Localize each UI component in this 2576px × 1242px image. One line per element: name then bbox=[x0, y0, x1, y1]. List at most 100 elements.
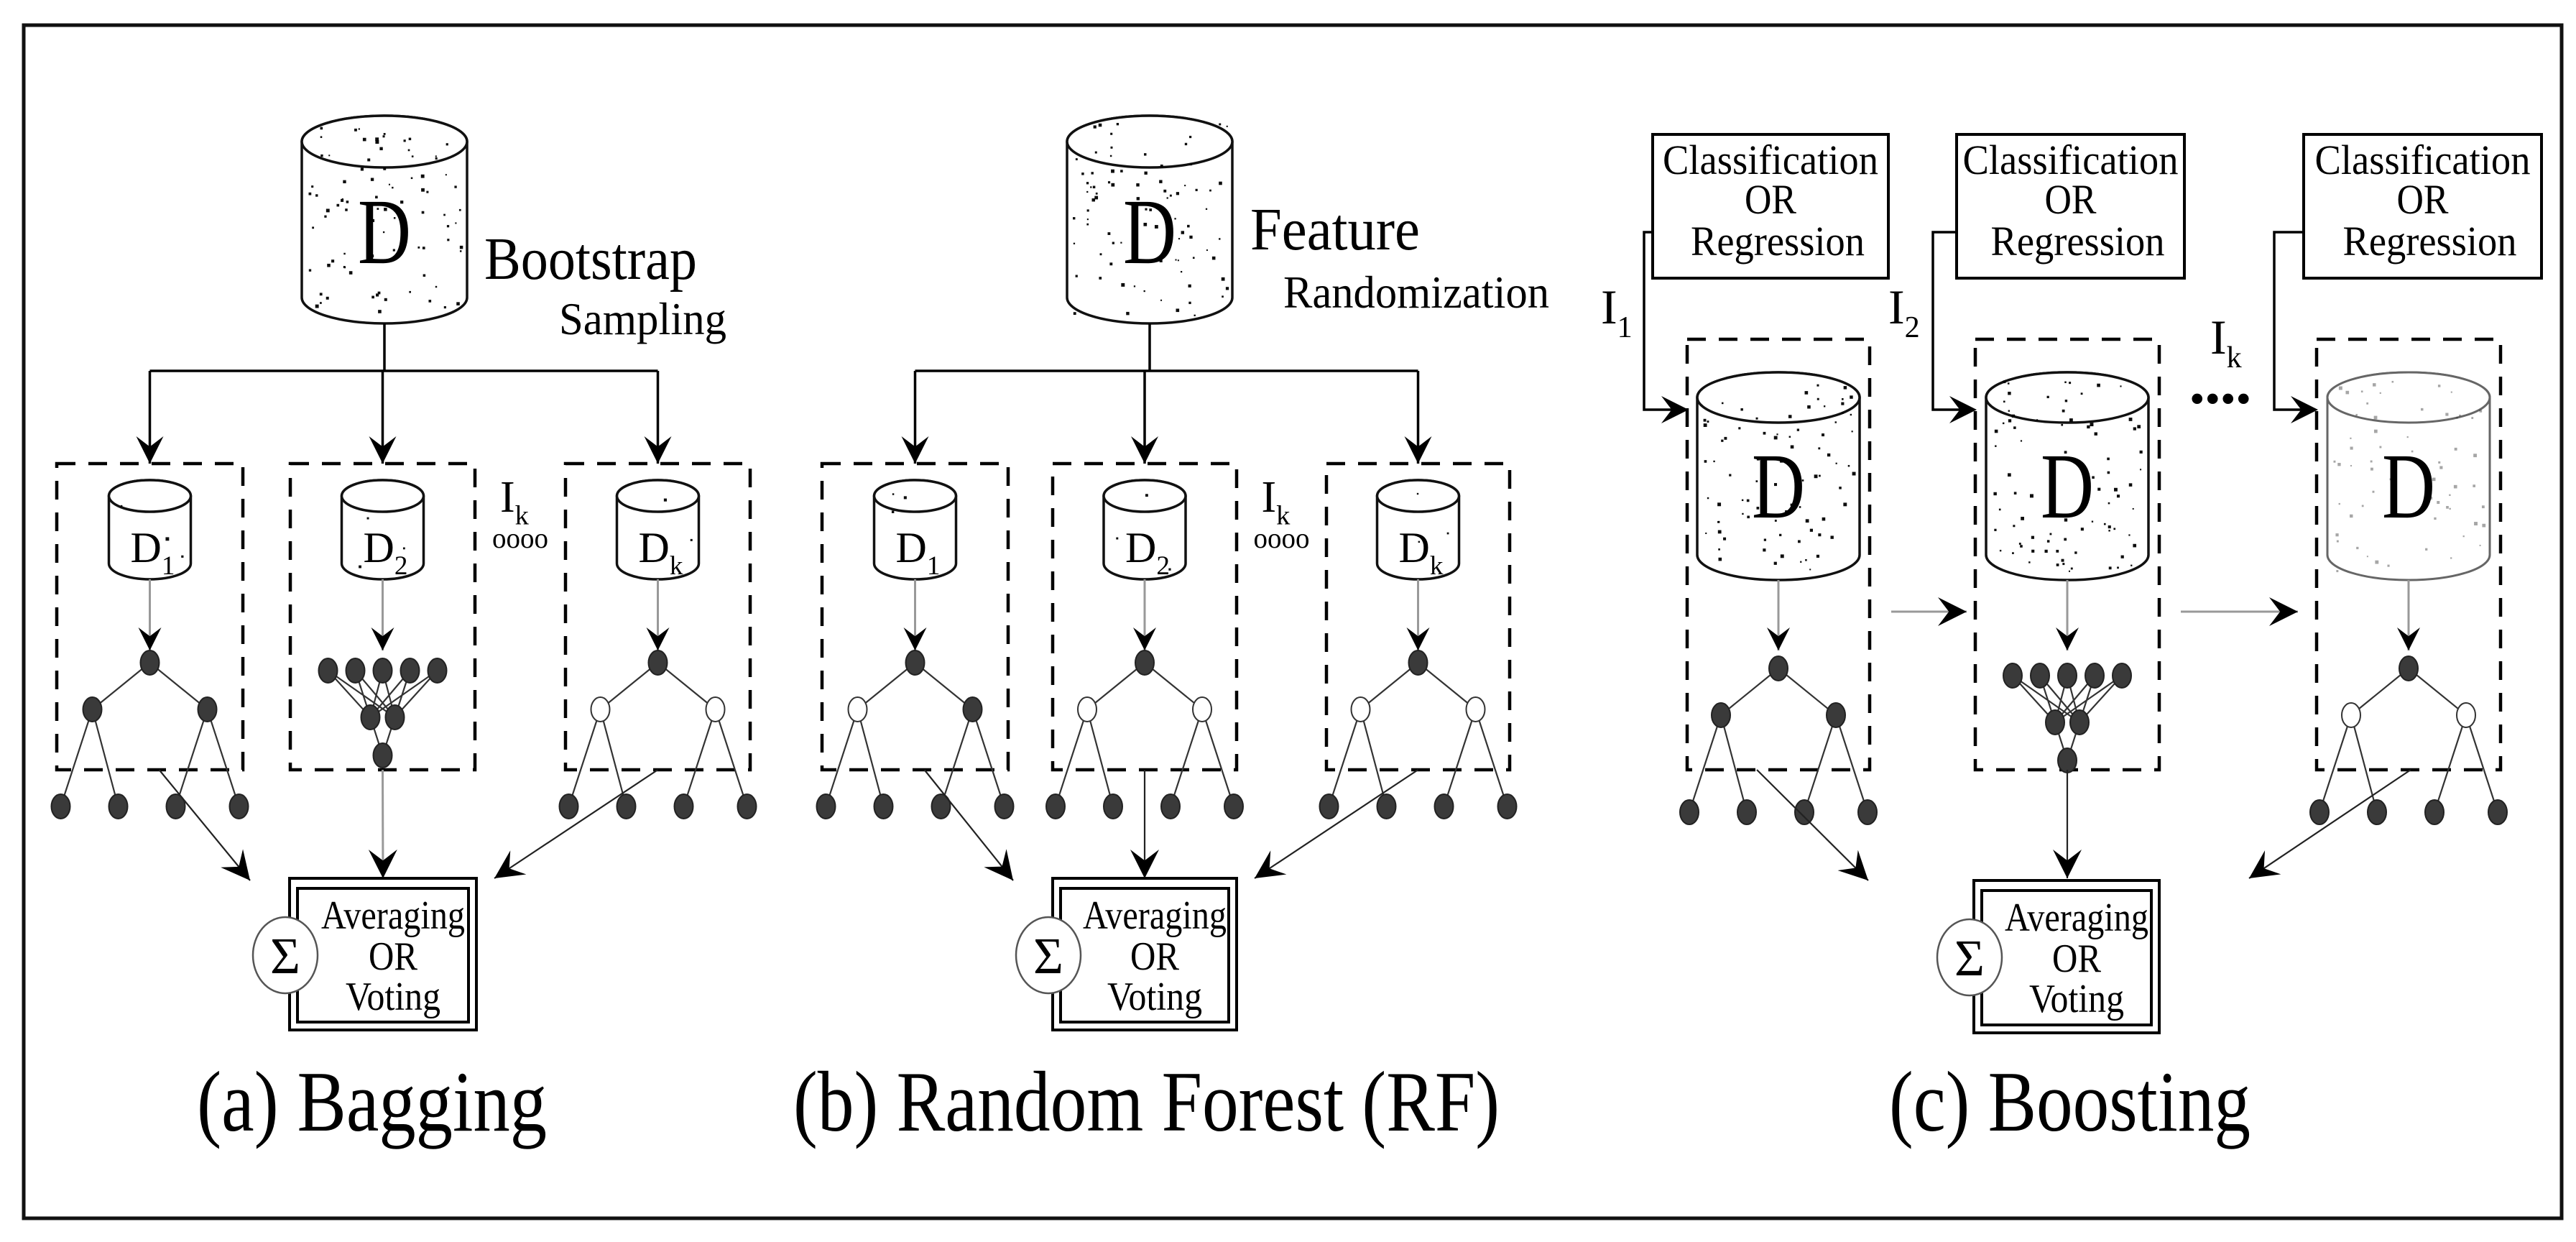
tree-edge bbox=[1688, 714, 1722, 813]
stipple-dot bbox=[1163, 189, 1167, 193]
tree-edge bbox=[1054, 709, 1089, 807]
tree-edge bbox=[1169, 709, 1204, 807]
stipple-dot bbox=[2062, 409, 2065, 413]
stipple-dot bbox=[403, 139, 406, 142]
stipple-dot bbox=[2350, 446, 2353, 450]
nn-input-node bbox=[2085, 663, 2105, 689]
panel-boosting: ClassificationORRegressionI1DClassificat… bbox=[1601, 133, 2543, 1149]
stipple-dot bbox=[388, 183, 390, 185]
stipple-dot bbox=[336, 203, 340, 207]
cylinder-top bbox=[1066, 114, 1234, 169]
stipple-dot bbox=[1780, 554, 1784, 558]
tree-leaf-node bbox=[994, 794, 1015, 819]
stipple-dot bbox=[458, 208, 461, 211]
stipple-dot bbox=[2068, 570, 2071, 572]
stipple-dot bbox=[1721, 402, 1724, 405]
tree-edge bbox=[2433, 714, 2467, 813]
stipple-dot bbox=[1110, 132, 1113, 135]
stipple-dot bbox=[446, 143, 448, 146]
subset-dataset-cylinder-icon: Dk bbox=[1375, 479, 1461, 581]
label-subscript: k bbox=[1430, 551, 1444, 581]
stipple-dot bbox=[2379, 446, 2382, 448]
stipple-dot bbox=[1704, 460, 1707, 463]
stipple-dot bbox=[370, 178, 374, 181]
tree-edge bbox=[857, 709, 885, 807]
stipple-dot bbox=[2133, 427, 2136, 431]
stipple-dot bbox=[2020, 545, 2023, 548]
stipple-dot bbox=[2046, 540, 2050, 543]
tree-edge bbox=[1144, 662, 1203, 710]
tree-leaf-node bbox=[737, 794, 757, 819]
tree-inner-node bbox=[2456, 702, 2476, 728]
stipple-dot bbox=[2064, 518, 2068, 522]
tree-inner-node bbox=[1077, 696, 1097, 722]
stipple-dot bbox=[423, 274, 426, 277]
stipple-dot bbox=[2092, 476, 2095, 479]
stipple-dot bbox=[2012, 552, 2014, 554]
task-text-line2: OR bbox=[1745, 176, 1796, 223]
stipple-dot bbox=[1780, 459, 1783, 463]
stipple-dot bbox=[1090, 186, 1092, 188]
tree-leaf-node bbox=[1434, 794, 1454, 819]
arrowhead-icon bbox=[136, 436, 164, 464]
cylinder-top bbox=[1985, 371, 2150, 424]
stipple-dot bbox=[421, 188, 425, 192]
subset-dataset-cylinder-icon: D2 bbox=[1102, 479, 1187, 581]
stipple-dot bbox=[1822, 433, 1825, 437]
task-text-line3: Regression bbox=[1691, 218, 1865, 264]
learner-dashed-box bbox=[1685, 337, 1872, 772]
arrowhead-icon bbox=[1767, 627, 1790, 650]
stipple-dot bbox=[2069, 382, 2072, 385]
dataset-label: D bbox=[2041, 435, 2094, 538]
stipple-dot bbox=[2007, 382, 2010, 385]
decision-tree-icon bbox=[2309, 656, 2508, 825]
tree-leaf-node bbox=[816, 794, 836, 819]
stipple-dot bbox=[2337, 462, 2341, 466]
stipple-dot bbox=[382, 231, 385, 234]
stipple-dot bbox=[1809, 528, 1814, 532]
nn-edge bbox=[2012, 675, 2080, 723]
stipple-dot bbox=[1206, 249, 1208, 252]
tree-edge bbox=[1328, 709, 1362, 807]
aggregator-text-line3: Voting bbox=[346, 975, 440, 1019]
tree-edge bbox=[1720, 668, 1779, 716]
arrowhead-icon bbox=[2291, 396, 2318, 423]
stipple-dot bbox=[435, 285, 438, 288]
stipple-dot bbox=[2008, 419, 2012, 423]
arrowhead-icon bbox=[221, 849, 250, 880]
stipple-dot bbox=[2373, 429, 2378, 433]
label-subscript: k bbox=[670, 551, 683, 581]
stipple-dot bbox=[455, 222, 457, 224]
label-subscript: k bbox=[1276, 500, 1291, 530]
stipple-dot bbox=[2462, 535, 2465, 538]
arrowhead-icon bbox=[2053, 850, 2082, 878]
stipple-dot bbox=[392, 249, 395, 252]
stipple-dot bbox=[421, 211, 425, 214]
stipple-dot bbox=[1773, 561, 1777, 565]
neural-network-icon bbox=[318, 658, 448, 768]
stipple-dot bbox=[1219, 238, 1221, 240]
cylinder-top bbox=[2326, 371, 2491, 424]
stipple-dot bbox=[1776, 433, 1778, 436]
stipple-dot bbox=[2345, 390, 2350, 395]
stipple-dot bbox=[1779, 533, 1782, 537]
stipple-dot bbox=[326, 208, 330, 213]
arrowhead-icon bbox=[1255, 850, 1287, 878]
stipple-dot bbox=[1774, 520, 1777, 522]
stipple-dot bbox=[409, 290, 411, 293]
stipple-dot bbox=[1073, 217, 1076, 220]
tree-inner-node bbox=[705, 696, 726, 722]
stipple-dot bbox=[2450, 557, 2452, 559]
stipple-dot bbox=[2370, 467, 2373, 471]
arrowhead-icon bbox=[984, 849, 1013, 880]
stipple-dot bbox=[1995, 445, 1997, 447]
stipple-dot bbox=[1788, 415, 1792, 418]
tree-edge bbox=[149, 662, 208, 710]
tree-leaf-node bbox=[1857, 799, 1878, 825]
tree-edge bbox=[1417, 662, 1477, 710]
stipple-dot bbox=[1160, 299, 1163, 301]
nn-edge bbox=[327, 670, 396, 718]
ellipsis-icon: oooo bbox=[492, 522, 548, 554]
stipple-dot bbox=[2335, 533, 2339, 537]
